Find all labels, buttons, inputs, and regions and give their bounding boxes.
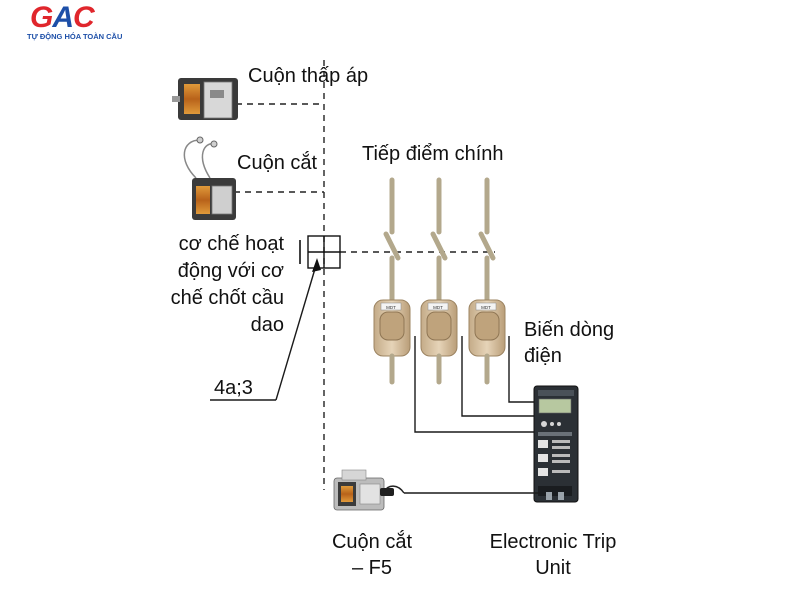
trip-coil-f5-icon — [333, 469, 394, 511]
svg-text:điện: điện — [524, 345, 562, 367]
svg-text:dao: dao — [251, 314, 284, 336]
logo-tagline: TỰ ĐỘNG HÓA TOÀN CẦU — [27, 31, 122, 41]
shunt-trip-coil-icon — [183, 136, 236, 220]
reference-leader — [210, 258, 321, 401]
svg-text:Unit: Unit — [535, 557, 571, 579]
current-transformer-1: MDT — [373, 299, 411, 385]
logo-a: A — [51, 1, 73, 34]
mechanical-linkage — [234, 60, 495, 490]
main-contact-1 — [383, 177, 401, 305]
label-mechanism: cơ chế hoạt động với cơ chế chốt cầu dao — [171, 233, 285, 336]
svg-text:Electronic Trip: Electronic Trip — [490, 531, 617, 553]
latch-mechanism-symbol — [299, 235, 341, 269]
svg-text:Cuộn cắt: Cuộn cắt — [332, 530, 412, 553]
label-shunt-trip-coil: Cuộn cắt — [237, 151, 317, 174]
gac-logo: GAC TỰ ĐỘNG HÓA TOÀN CẦU — [27, 1, 122, 41]
label-reference: 4a;3 — [214, 377, 253, 399]
current-transformer-3: MDT — [468, 299, 506, 385]
trip-coil-f5-wiring — [383, 485, 540, 494]
svg-text:Biến dòng: Biến dòng — [524, 319, 614, 341]
main-contact-3 — [478, 177, 496, 305]
svg-text:GAC: GAC — [30, 1, 96, 34]
label-undervoltage-coil: Cuộn thấp áp — [248, 65, 368, 87]
ct-wiring — [414, 336, 536, 433]
electronic-trip-unit-icon — [533, 385, 579, 503]
logo-g: G — [30, 1, 53, 34]
main-contact-2 — [430, 177, 448, 305]
label-trip-coil-f5: Cuộn cắt – F5 — [332, 530, 412, 579]
undervoltage-coil-icon — [172, 78, 238, 120]
label-main-contacts: Tiếp điểm chính — [362, 143, 504, 165]
logo-c: C — [73, 1, 96, 34]
svg-text:– F5: – F5 — [352, 557, 392, 579]
svg-text:cơ chế hoạt: cơ chế hoạt — [179, 233, 285, 255]
svg-text:chế chốt cầu: chế chốt cầu — [171, 287, 284, 309]
current-transformer-2: MDT — [420, 299, 458, 385]
svg-text:MDT: MDT — [386, 305, 396, 310]
svg-text:MDT: MDT — [481, 305, 491, 310]
svg-text:động với cơ: động với cơ — [178, 260, 284, 282]
label-trip-unit: Electronic Trip Unit — [490, 531, 617, 579]
label-current-transformer: Biến dòng điện — [524, 319, 614, 367]
svg-text:MDT: MDT — [433, 305, 443, 310]
